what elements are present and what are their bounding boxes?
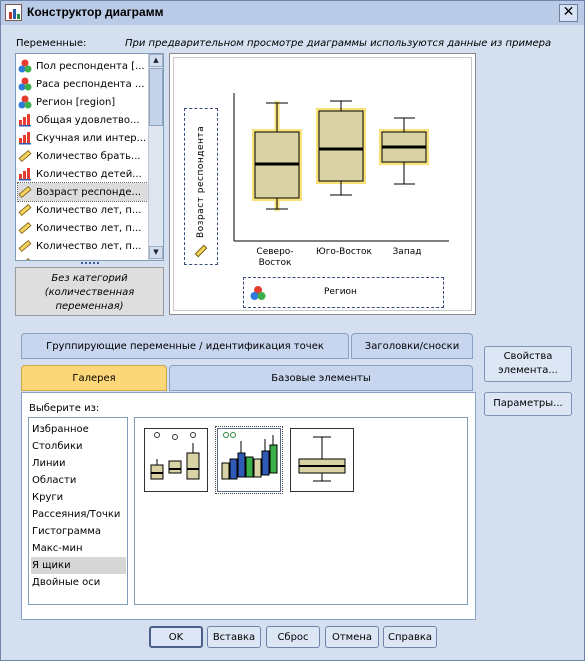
gallery-type-item[interactable]: Столбики xyxy=(32,441,83,452)
cancel-button[interactable]: Отмена xyxy=(325,626,379,648)
ordinal-icon xyxy=(18,113,32,127)
gallery-type-item[interactable]: Области xyxy=(32,475,77,486)
variable-item[interactable]: Количество детей... xyxy=(18,165,148,183)
y-axis-label: Возраст респондента xyxy=(196,125,206,238)
variable-label: Количество брать... xyxy=(36,150,141,162)
gallery-type-item[interactable]: Линии xyxy=(32,458,66,469)
close-button[interactable]: ✕ xyxy=(559,4,578,22)
boxplot-preview xyxy=(233,93,449,242)
preview-hint: При предварительном просмотре диаграммы … xyxy=(125,38,552,49)
chart-app-icon xyxy=(5,4,22,21)
scroll-thumb[interactable] xyxy=(149,68,163,126)
ok-button[interactable]: OK xyxy=(149,626,203,648)
x-tick-southeast: Юго-Восток xyxy=(315,247,372,257)
parameters-button[interactable]: Параметры... xyxy=(484,392,572,416)
chart-preview-canvas[interactable]: Возраст респондента xyxy=(169,53,476,315)
variable-label: Скучная или интер... xyxy=(36,132,147,144)
gallery-thumbnails[interactable] xyxy=(134,417,468,605)
scroll-up-arrow[interactable]: ▲ xyxy=(149,54,163,67)
variable-item[interactable]: Раса респондента ... xyxy=(18,75,148,93)
x-axis-drop-zone[interactable]: Регион xyxy=(243,277,444,308)
clustered-boxplot-icon[interactable] xyxy=(215,426,283,494)
scroll-down-arrow[interactable]: ▼ xyxy=(149,246,163,259)
tab-groups-point-id[interactable]: Группирующие переменные / идентификация … xyxy=(21,333,349,359)
no-categories-line-2: (количественная xyxy=(44,287,135,298)
gallery-type-item[interactable]: Двойные оси xyxy=(32,577,101,588)
help-button[interactable]: Справка xyxy=(383,626,437,648)
ordinal-icon xyxy=(18,167,32,181)
y-axis-drop-zone[interactable]: Возраст респондента xyxy=(184,108,218,265)
scale-icon xyxy=(18,221,32,235)
tab-titles-footnotes[interactable]: Заголовки/сноски xyxy=(351,333,473,359)
variables-scrollbar[interactable]: ▲ ▼ xyxy=(148,54,163,260)
variables-list[interactable]: Пол респондента [... Раса респондента ...… xyxy=(15,53,164,261)
variable-item[interactable]: Количество лет, п... xyxy=(18,237,148,255)
variable-item[interactable]: Скучная или интер... xyxy=(18,129,148,147)
scale-icon xyxy=(18,185,32,199)
x-tick-west: Запад xyxy=(392,247,422,257)
gallery-type-item[interactable]: Рассеяния/Точки xyxy=(32,509,121,520)
variable-label: Общая удовлетво... xyxy=(36,114,140,126)
variable-item[interactable]: Регион [region] xyxy=(18,93,148,111)
scale-ruler-icon xyxy=(194,244,208,258)
x-axis-label: Регион xyxy=(324,287,357,297)
variable-item[interactable]: Общая удовлетво... xyxy=(18,111,148,129)
element-properties-button[interactable]: Свойства элемента... xyxy=(484,346,572,382)
no-categories-box: Без категорий (количественная переменная… xyxy=(15,267,164,316)
gallery-type-item[interactable]: Гистограмма xyxy=(32,526,101,537)
variable-item[interactable]: Возраст респонде... xyxy=(17,182,149,202)
insert-button[interactable]: Вставка xyxy=(207,626,261,648)
variables-label: Переменные: xyxy=(16,38,87,49)
nominal-icon xyxy=(250,286,266,300)
variable-item[interactable]: Количество лет, п... xyxy=(18,201,148,219)
variable-label: Регион [region] xyxy=(36,96,116,108)
window-title: Конструктор диаграмм xyxy=(27,5,164,19)
reset-button[interactable]: Сброс xyxy=(266,626,320,648)
box-northeast xyxy=(252,101,302,211)
variable-item[interactable]: Пол респондента [... xyxy=(18,57,148,75)
tab-gallery[interactable]: Галерея xyxy=(21,365,167,391)
no-categories-line-3: переменная) xyxy=(55,301,124,312)
tab-basic-elements[interactable]: Базовые элементы xyxy=(169,365,473,391)
gallery-type-item[interactable]: Избранное xyxy=(32,424,89,435)
scale-icon xyxy=(18,239,32,253)
variable-label: Пол респондента [... xyxy=(36,60,145,72)
variable-item[interactable]: Количество брать... xyxy=(18,147,148,165)
variable-item[interactable]: К... xyxy=(18,255,148,261)
variable-label: К... xyxy=(36,259,53,261)
title-bar[interactable]: Конструктор диаграмм ✕ xyxy=(1,1,584,25)
scale-icon xyxy=(18,203,32,217)
variable-label: Раса респондента ... xyxy=(36,78,145,90)
one-dim-boxplot-icon[interactable] xyxy=(290,428,354,492)
nominal-icon xyxy=(18,77,32,91)
box-west xyxy=(379,117,429,185)
splitter-grip[interactable] xyxy=(81,262,99,266)
variable-label: Количество лет, п... xyxy=(36,240,142,252)
scale-icon xyxy=(18,257,32,260)
gallery-type-item[interactable]: Я щики xyxy=(31,557,126,574)
scale-icon xyxy=(18,149,32,163)
nominal-icon xyxy=(18,59,32,73)
no-categories-line-1: Без категорий xyxy=(51,273,128,284)
choose-from-label: Выберите из: xyxy=(29,403,100,414)
nominal-icon xyxy=(18,95,32,109)
simple-boxplot-multi-icon[interactable] xyxy=(144,428,208,492)
variable-label: Количество лет, п... xyxy=(36,222,142,234)
gallery-type-item[interactable]: Макс-мин xyxy=(32,543,83,554)
variable-item[interactable]: Количество лет, п... xyxy=(18,219,148,237)
variable-label: Возраст респонде... xyxy=(36,186,142,198)
variable-label: Количество лет, п... xyxy=(36,204,142,216)
chart-preview-frame: Возраст респондента xyxy=(173,57,472,311)
x-tick-northeast: Северо- Восток xyxy=(256,247,294,268)
variable-label: Количество детей... xyxy=(36,168,142,180)
ordinal-icon xyxy=(18,131,32,145)
box-southeast xyxy=(316,100,366,196)
gallery-type-item[interactable]: Круги xyxy=(32,492,64,503)
